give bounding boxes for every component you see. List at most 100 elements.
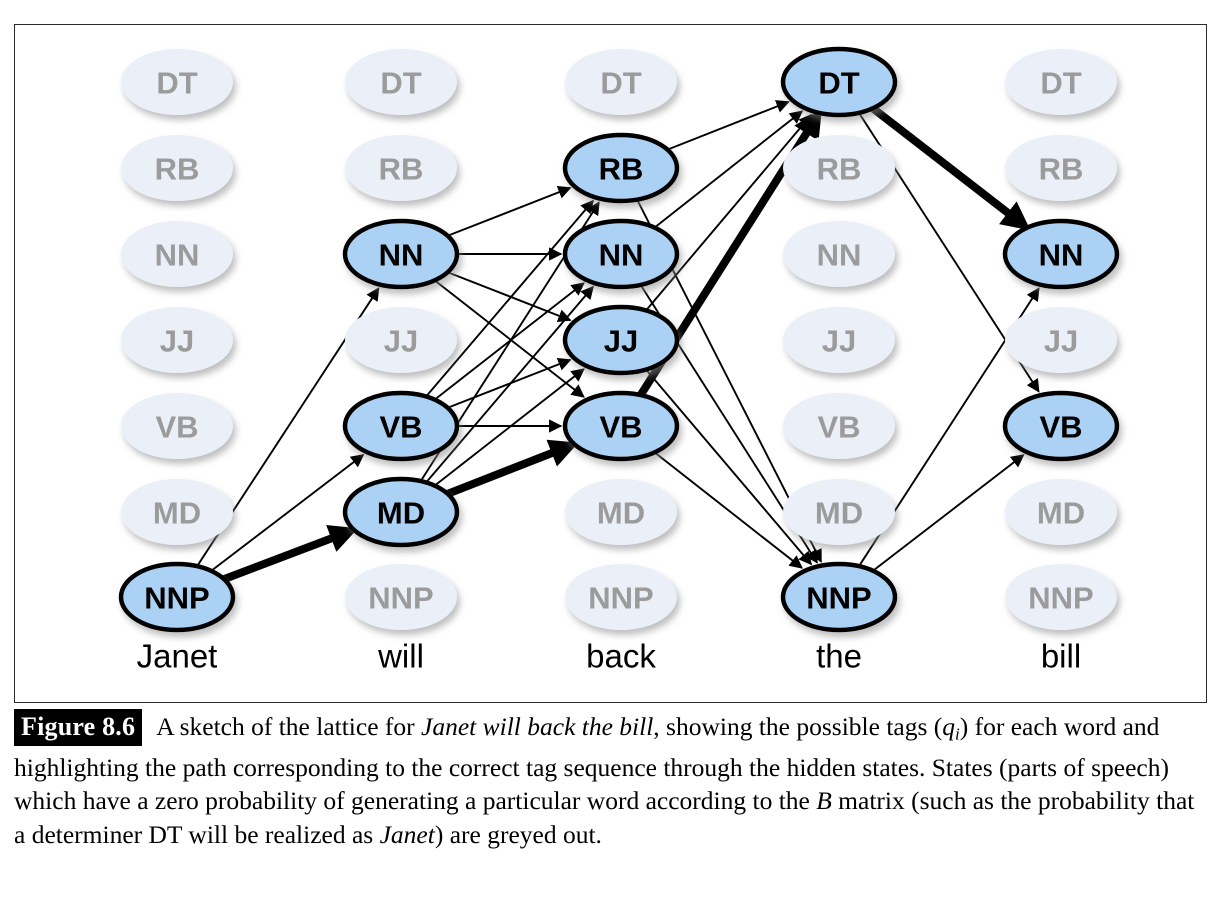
lattice-node-back-nn[interactable]: NN — [562, 218, 680, 290]
node-ellipse — [783, 135, 895, 201]
word-label-bill: bill — [1041, 638, 1081, 675]
node-ellipse — [1002, 390, 1120, 462]
node-ellipse — [121, 221, 233, 287]
lattice-node-the-md[interactable]: MD — [783, 479, 895, 545]
lattice-node-the-jj[interactable]: JJ — [783, 307, 895, 373]
node-ellipse — [121, 393, 233, 459]
lattice-node-will-jj[interactable]: JJ — [345, 307, 457, 373]
lattice-node-the-vb[interactable]: VB — [783, 393, 895, 459]
lattice-node-bill-jj[interactable]: JJ — [1005, 307, 1117, 373]
node-ellipse — [562, 390, 680, 462]
lattice-node-bill-rb[interactable]: RB — [1005, 135, 1117, 201]
lattice-node-janet-nnp[interactable]: NNP — [118, 561, 236, 633]
lattice-edge — [645, 113, 813, 312]
lattice-edge — [653, 110, 804, 229]
lattice-edge — [434, 279, 585, 398]
node-ellipse — [345, 49, 457, 115]
figure-caption: Figure 8.6 A sketch of the lattice for Ja… — [14, 709, 1212, 851]
lattice-node-janet-vb[interactable]: VB — [121, 393, 233, 459]
lattice-node-back-jj[interactable]: JJ — [562, 304, 680, 376]
node-ellipse — [1005, 479, 1117, 545]
node-ellipse — [1005, 49, 1117, 115]
lattice-node-will-vb[interactable]: VB — [342, 390, 460, 462]
node-ellipse — [342, 218, 460, 290]
node-ellipse — [342, 476, 460, 548]
caption-text-3: ) for each word and highlighting the pat… — [14, 712, 1169, 816]
lattice-edge — [425, 285, 594, 484]
lattice-node-janet-dt[interactable]: DT — [121, 49, 233, 115]
node-ellipse — [1005, 307, 1117, 373]
node-ellipse — [562, 304, 680, 376]
node-ellipse — [345, 135, 457, 201]
node-ellipse — [121, 49, 233, 115]
lattice-edge — [654, 451, 803, 569]
lattice-node-janet-rb[interactable]: RB — [121, 135, 233, 201]
node-ellipse — [118, 561, 236, 633]
node-ellipse — [121, 307, 233, 373]
lattice-edge — [447, 185, 572, 237]
caption-text-1: A sketch of the lattice for — [156, 712, 422, 741]
node-ellipse — [565, 479, 677, 545]
lattice-node-back-nnp[interactable]: NNP — [565, 564, 677, 630]
lattice-edge — [645, 368, 813, 566]
word-label-janet: Janet — [137, 638, 218, 675]
lattice-node-bill-nn[interactable]: NN — [1002, 218, 1120, 290]
lattice-node-the-dt[interactable]: DT — [780, 46, 898, 118]
node-ellipse — [345, 564, 457, 630]
lattice-edge — [667, 100, 790, 151]
caption-text-4: matrix (such as the probability that a d… — [14, 786, 1195, 849]
lattice-node-back-md[interactable]: MD — [565, 479, 677, 545]
caption-symbol-b: B — [816, 786, 832, 816]
lattice-node-bill-nnp[interactable]: NNP — [1005, 564, 1117, 630]
node-ellipse — [121, 135, 233, 201]
figure-number-badge: Figure 8.6 — [14, 709, 143, 746]
lattice-node-will-nn[interactable]: NN — [342, 218, 460, 290]
lattice-edge-best-path — [446, 439, 579, 498]
caption-word-janet: Janet — [379, 819, 435, 849]
node-ellipse — [783, 479, 895, 545]
lattice-node-will-dt[interactable]: DT — [345, 49, 457, 115]
node-ellipse — [345, 307, 457, 373]
node-ellipse — [783, 307, 895, 373]
node-ellipse — [783, 393, 895, 459]
lattice-node-the-nn[interactable]: NN — [783, 221, 895, 287]
lattice-edge — [447, 357, 572, 409]
word-label-back: back — [586, 638, 656, 675]
lattice-node-back-dt[interactable]: DT — [565, 49, 677, 115]
lattice-edge — [210, 453, 365, 572]
lattice-node-bill-vb[interactable]: VB — [1002, 390, 1120, 462]
lattice-node-the-nnp[interactable]: NNP — [780, 561, 898, 633]
caption-symbol-q: q — [942, 712, 956, 741]
lattice-edge — [447, 271, 572, 323]
node-ellipse — [562, 132, 680, 204]
word-label-will: will — [377, 638, 424, 675]
node-ellipse — [562, 218, 680, 290]
lattice-node-bill-md[interactable]: MD — [1005, 479, 1117, 545]
lattice-svg: DT RB NN JJ VB MD NNP DT RB NN JJ VB MD NNP DT RB NN JJ VB… — [118, 46, 1120, 675]
caption-text-2: , showing the possible tags ( — [653, 712, 943, 741]
lattice-node-will-rb[interactable]: RB — [345, 135, 457, 201]
node-ellipse — [121, 479, 233, 545]
node-ellipse — [565, 49, 677, 115]
lattice-node-bill-dt[interactable]: DT — [1005, 49, 1117, 115]
lattice-node-janet-jj[interactable]: JJ — [121, 307, 233, 373]
lattice-nodes: DT RB NN JJ VB MD NNP DT RB NN JJ VB MD NNP DT RB NN JJ VB… — [118, 46, 1120, 633]
lattice-node-will-md[interactable]: MD — [342, 476, 460, 548]
lattice-node-will-nnp[interactable]: NNP — [345, 564, 457, 630]
lattice-node-back-vb[interactable]: VB — [562, 390, 680, 462]
lattice-diagram-frame: DT RB NN JJ VB MD NNP DT RB NN JJ VB MD NNP DT RB NN JJ VB… — [14, 24, 1207, 703]
caption-text-5: ) are greyed out. — [434, 819, 602, 849]
lattice-node-the-rb[interactable]: RB — [783, 135, 895, 201]
lattice-node-janet-md[interactable]: MD — [121, 479, 233, 545]
lattice-edge — [434, 368, 585, 487]
node-ellipse — [1005, 564, 1117, 630]
node-ellipse — [780, 46, 898, 118]
node-ellipse — [565, 564, 677, 630]
lattice-edge — [872, 454, 1025, 572]
lattice-edge-best-path — [870, 105, 1031, 231]
lattice-node-back-rb[interactable]: RB — [562, 132, 680, 204]
node-ellipse — [780, 561, 898, 633]
lattice-node-janet-nn[interactable]: NN — [121, 221, 233, 287]
word-label-the: the — [816, 638, 862, 675]
